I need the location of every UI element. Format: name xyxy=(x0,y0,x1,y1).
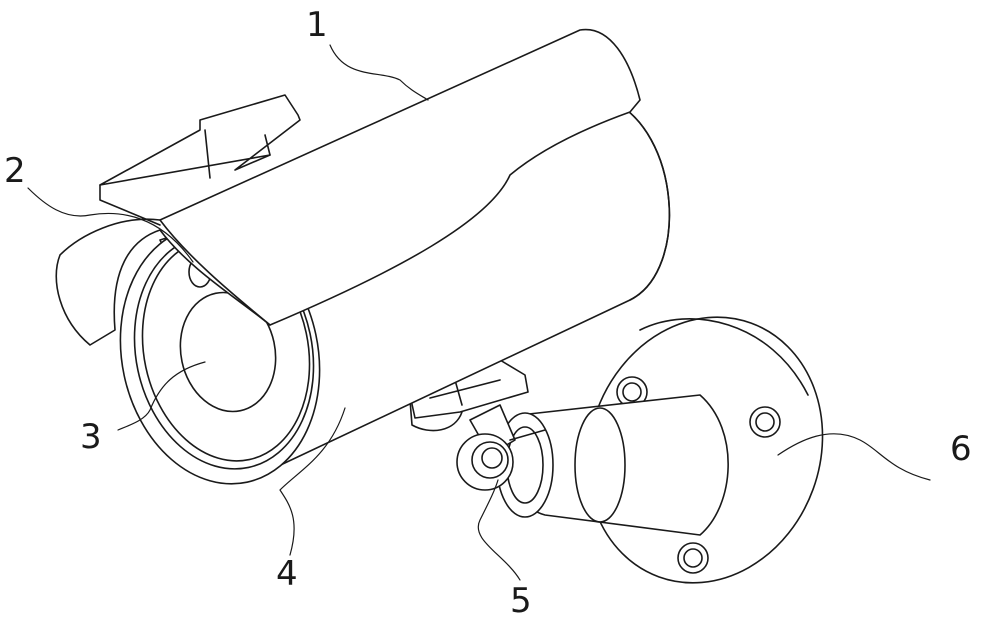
leader-lines xyxy=(27,44,931,581)
label-3: 3 xyxy=(80,417,102,457)
screw-hole xyxy=(749,406,781,438)
mount-collar xyxy=(409,359,529,432)
label-4: 4 xyxy=(276,554,298,594)
label-5: 5 xyxy=(510,581,532,621)
label-1: 1 xyxy=(306,5,328,45)
swivel-joint xyxy=(456,404,546,491)
bracket-arm xyxy=(496,394,729,536)
sun-shield xyxy=(55,28,641,346)
label-6: 6 xyxy=(950,429,972,469)
label-2: 2 xyxy=(4,151,26,191)
lens xyxy=(179,291,277,413)
screw-hole xyxy=(677,542,709,574)
